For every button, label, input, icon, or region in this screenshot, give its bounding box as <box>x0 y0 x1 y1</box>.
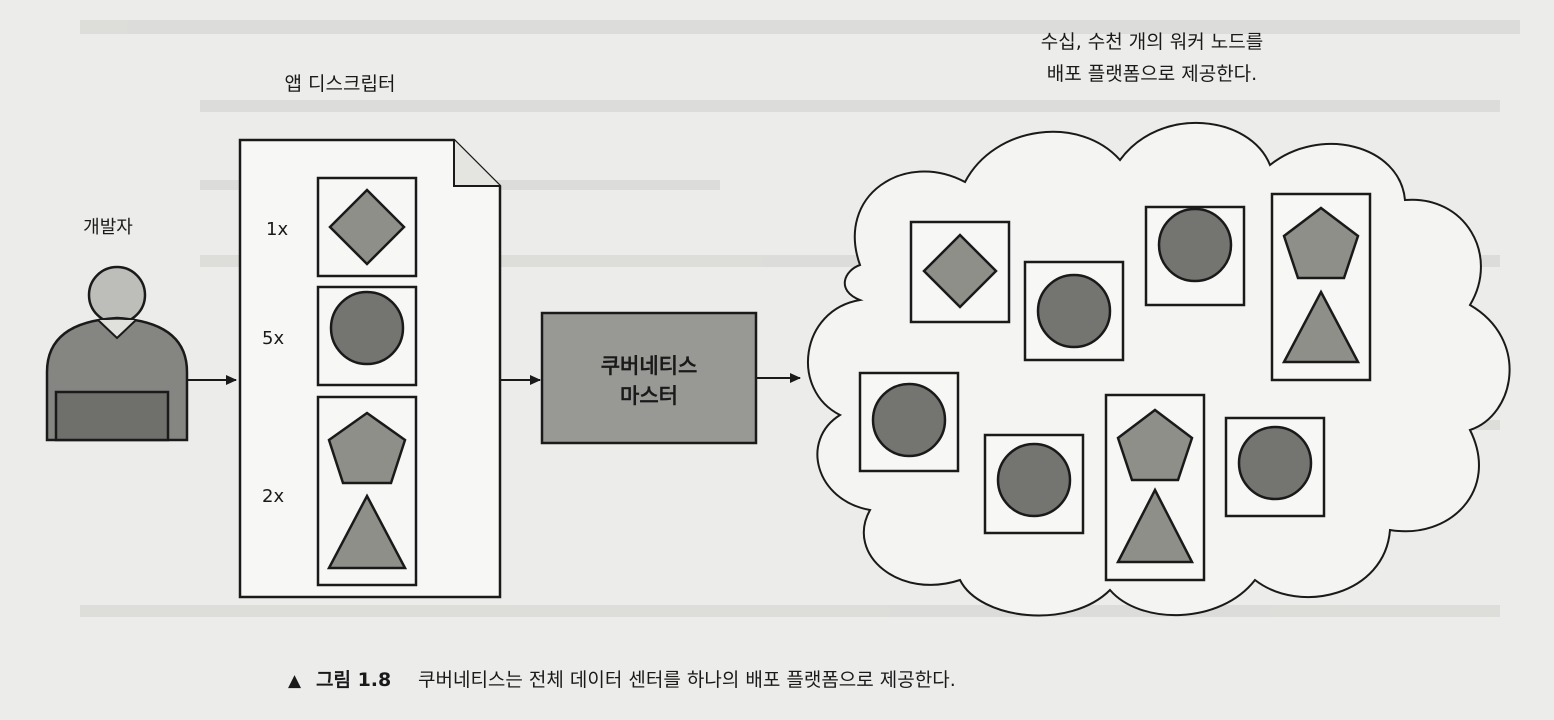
worker-node-pentagon-triangle <box>1104 393 1206 582</box>
figure-caption: ▲ 그림 1.8 쿠버네티스는 전체 데이터 센터를 하나의 배포 플랫폼으로 … <box>288 669 956 691</box>
pentagon-shape <box>1282 206 1360 280</box>
figure-marker: ▲ <box>288 671 302 691</box>
worker-node-diamond <box>909 220 1011 324</box>
cluster-caption-line-2: 배포 플랫폼으로 제공한다. <box>1047 63 1257 85</box>
pentagon-shape <box>327 411 407 485</box>
diamond-shape <box>328 188 406 266</box>
worker-node-circle <box>983 433 1085 535</box>
triangle-shape <box>326 493 408 570</box>
pentagon-shape <box>1116 408 1194 482</box>
cluster-caption-line-1: 수십, 수천 개의 워커 노드를 <box>1041 31 1263 53</box>
app-descriptor-label: 앱 디스크립터 <box>285 73 396 95</box>
developer-icon <box>45 265 189 442</box>
count-5x: 5x <box>262 328 284 349</box>
circle-shape <box>329 290 405 366</box>
circle-shape <box>996 442 1072 518</box>
master-label-line-2: 마스터 <box>620 384 678 408</box>
circle-shape <box>871 382 947 458</box>
circle-shape <box>1157 207 1233 283</box>
app-descriptor: 앱 디스크립터 1x 5x 2x <box>238 73 502 599</box>
count-1x: 1x <box>266 219 288 240</box>
kubernetes-master: 쿠버네티스 마스터 <box>540 311 758 445</box>
count-2x: 2x <box>262 486 284 507</box>
diamond-shape <box>922 233 998 309</box>
worker-node-circle <box>858 371 960 473</box>
master-label-line-1: 쿠버네티스 <box>601 354 698 378</box>
figure-caption-text: 쿠버네티스는 전체 데이터 센터를 하나의 배포 플랫폼으로 제공한다. <box>418 669 956 691</box>
developer-label: 개발자 <box>83 217 133 238</box>
figure-number: 그림 1.8 <box>316 669 391 691</box>
circle-shape <box>1036 273 1112 349</box>
triangle-shape <box>1281 289 1361 364</box>
developer-figure: 개발자 <box>45 217 189 442</box>
worker-node-circle <box>1144 205 1246 307</box>
worker-node-circle <box>1023 260 1125 362</box>
worker-node-pentagon-triangle <box>1270 192 1372 382</box>
triangle-shape <box>1115 487 1195 564</box>
worker-node-circle <box>1224 416 1326 518</box>
circle-shape <box>1237 425 1313 501</box>
